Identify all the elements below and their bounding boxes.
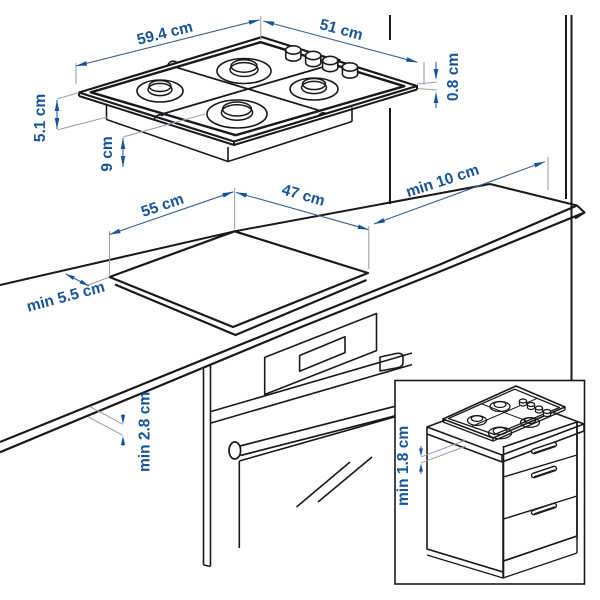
svg-text:min 5.5 cm: min 5.5 cm	[25, 279, 107, 316]
svg-text:min 10 cm: min 10 cm	[404, 161, 481, 201]
svg-text:9 cm: 9 cm	[99, 136, 116, 171]
svg-text:min 1.8 cm: min 1.8 cm	[395, 426, 412, 506]
svg-text:min 2.8 cm: min 2.8 cm	[137, 392, 154, 472]
svg-text:47 cm: 47 cm	[280, 181, 327, 209]
svg-text:0.8 cm: 0.8 cm	[445, 53, 462, 101]
svg-text:5.1 cm: 5.1 cm	[32, 94, 49, 142]
svg-text:51 cm: 51 cm	[318, 16, 365, 44]
